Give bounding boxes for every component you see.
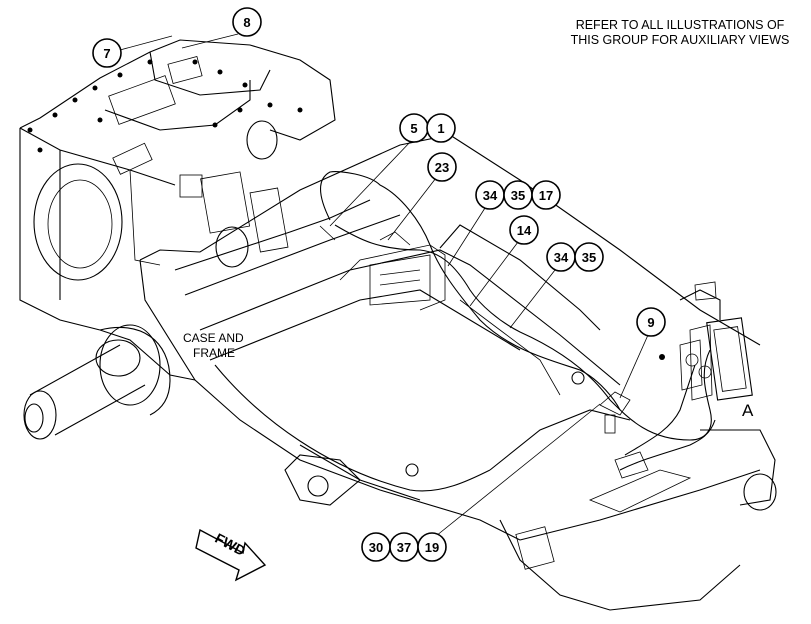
callout-1: 1 (426, 113, 456, 143)
callout-1-label: 1 (437, 121, 444, 136)
note-line-2: THIS GROUP FOR AUXILIARY VIEWS (570, 33, 790, 47)
callout-34-upper: 34 (475, 180, 505, 210)
callout-8: 8 (232, 7, 262, 37)
case-outline (19, 39, 336, 381)
callout-5-label: 5 (410, 121, 417, 136)
axle-shaft (23, 324, 171, 440)
callout-14-label: 14 (517, 223, 532, 238)
switch-panel (659, 281, 753, 401)
callout-34-lower-label: 34 (554, 250, 569, 265)
callout-34-lower: 34 (546, 242, 576, 272)
callout-30-label: 30 (369, 540, 383, 555)
wiring-harness (319, 171, 716, 479)
callout-8-label: 8 (243, 15, 250, 30)
view-a-label: A (742, 401, 754, 420)
callout-9-label: 9 (647, 315, 654, 330)
callout-23: 23 (427, 152, 457, 182)
frame-label-line-2: FRAME (193, 346, 235, 360)
callout-9: 9 (636, 307, 666, 337)
callout-35-lower-label: 35 (582, 250, 596, 265)
auxiliary-views-note: REFER TO ALL ILLUSTRATIONS OF THIS GROUP… (545, 18, 811, 48)
callout-30: 30 (361, 532, 391, 562)
callout-7-label: 7 (103, 46, 110, 61)
callout-34-upper-label: 34 (483, 188, 498, 203)
callout-35-upper-label: 35 (511, 188, 525, 203)
frame-rail (139, 134, 777, 611)
note-line-1: REFER TO ALL ILLUSTRATIONS OF (575, 18, 785, 32)
callout-19-label: 19 (425, 540, 439, 555)
callout-37-label: 37 (397, 540, 411, 555)
callout-35-upper: 35 (503, 180, 533, 210)
callout-7: 7 (92, 38, 122, 68)
callout-37: 37 (389, 532, 419, 562)
callout-35-lower: 35 (574, 242, 604, 272)
callout-23-label: 23 (435, 160, 449, 175)
callout-17-label: 17 (539, 188, 553, 203)
frame-label-line-1: CASE AND (183, 331, 244, 345)
callout-19: 19 (417, 532, 447, 562)
forward-arrow: FWD (195, 528, 267, 582)
callout-17: 17 (531, 180, 561, 210)
callout-5: 5 (399, 113, 429, 143)
callout-14: 14 (509, 215, 539, 245)
leader-lines (119, 33, 649, 537)
